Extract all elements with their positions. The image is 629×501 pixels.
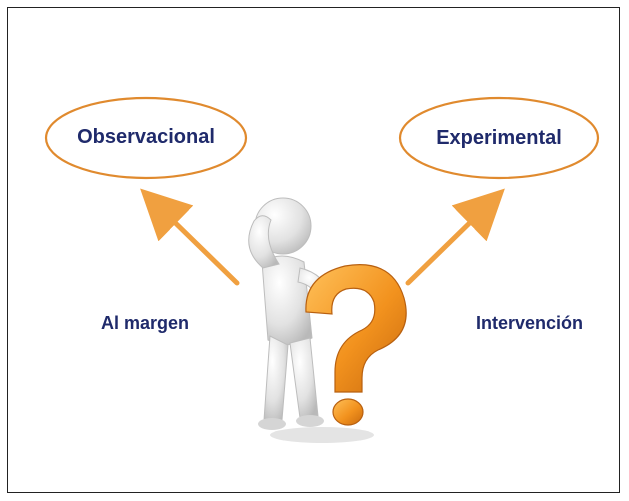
right-edge-label: Intervención: [476, 313, 584, 333]
question-mark-icon: [305, 264, 407, 426]
right-oval-label: Experimental: [436, 127, 562, 149]
left-edge-label: Al margen: [101, 313, 190, 333]
left-oval: [44, 96, 248, 180]
left-oval-label: Observacional: [77, 126, 215, 148]
right-oval: [398, 96, 600, 180]
left-arrow: [140, 188, 240, 286]
right-arrow: [405, 188, 505, 286]
